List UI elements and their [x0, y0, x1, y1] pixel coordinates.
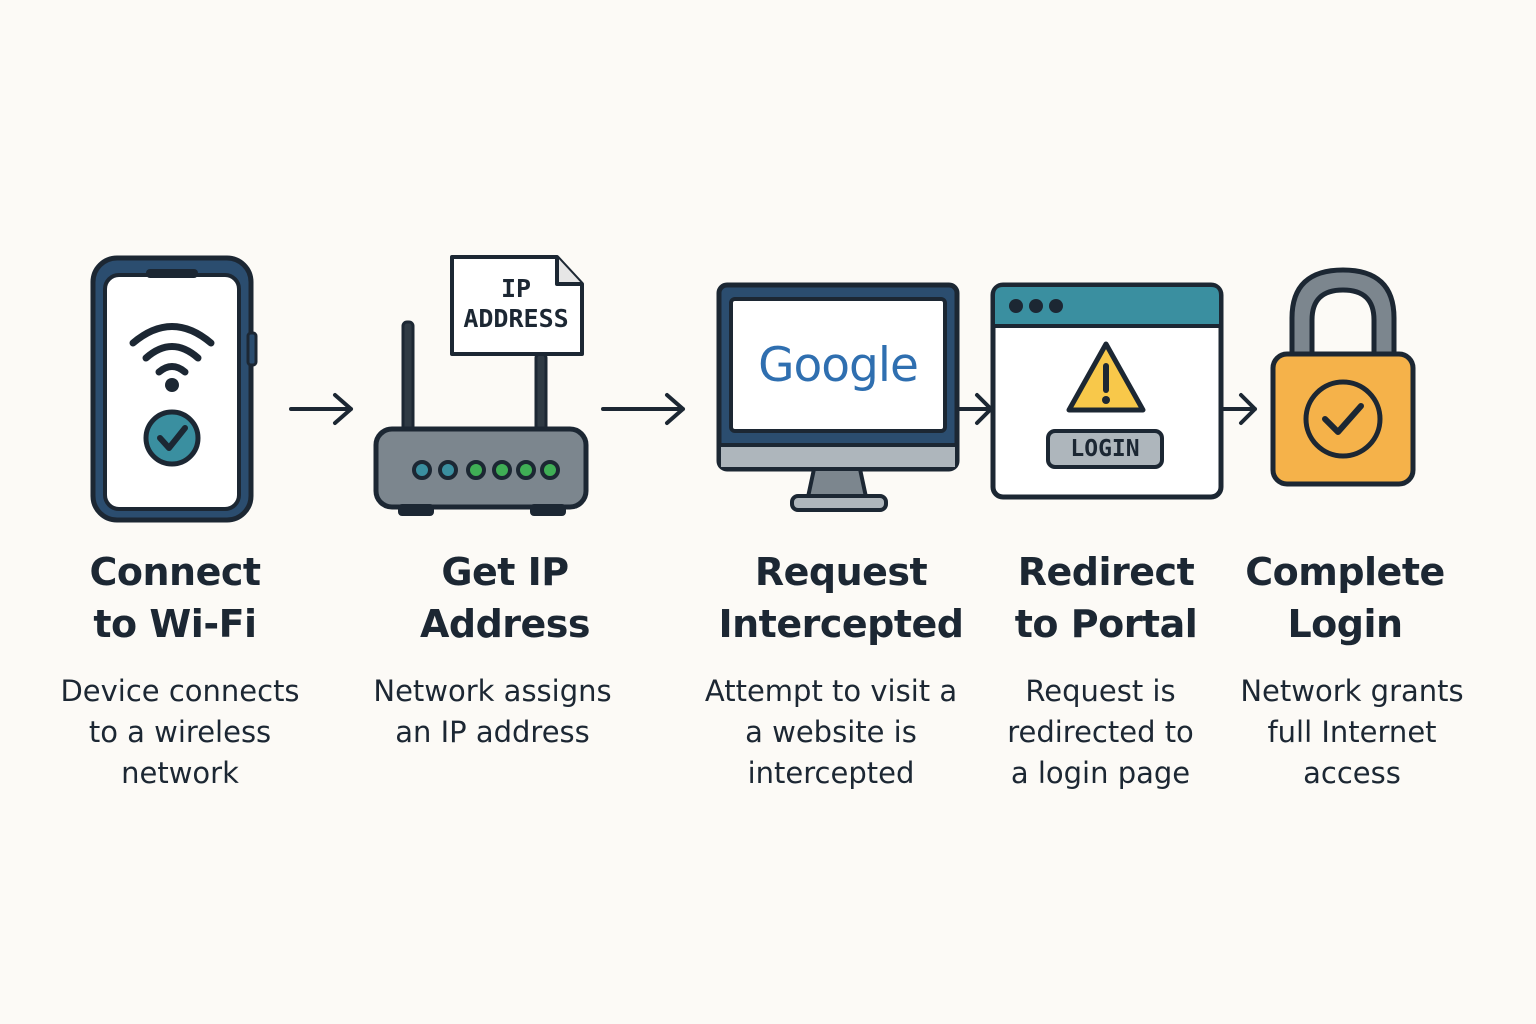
login-button: LOGIN — [1070, 436, 1140, 462]
router-icon — [373, 255, 589, 516]
step-5-desc-line-1: Network grants — [1240, 674, 1464, 708]
step-5-title-line-2: Login — [1287, 602, 1403, 646]
step-2-desc-line-2: an IP address — [395, 715, 590, 749]
step-2-description: Network assigns an IP address — [355, 671, 630, 753]
step-1-title: Connect to Wi-Fi — [55, 546, 295, 650]
smartphone-icon — [90, 255, 258, 523]
step-2-desc-line-1: Network assigns — [373, 674, 612, 708]
step-3-desc-line-2: a website is — [745, 715, 917, 749]
step-3-description: Attempt to visit a a website is intercep… — [696, 671, 966, 794]
checkmark-circle-icon — [1303, 379, 1383, 459]
step-3-title-line-1: Request — [754, 550, 928, 594]
padlock-icon — [1270, 267, 1416, 487]
step-5-title: Complete Login — [1230, 546, 1460, 650]
step-2-title-line-1: Get IP — [441, 550, 569, 594]
step-5-desc-line-2: full Internet — [1267, 715, 1437, 749]
step-4-desc-line-3: a login page — [1010, 756, 1191, 790]
step-3-title-line-2: Intercepted — [718, 602, 964, 646]
step-4-desc-line-2: redirected to — [1007, 715, 1194, 749]
checkmark-circle-icon — [143, 409, 201, 467]
ip-address-sign-icon — [450, 255, 584, 356]
step-5-title-line-1: Complete — [1245, 550, 1445, 594]
step-1-desc-line-1: Device connects — [60, 674, 300, 708]
ip-sign-text: IP ADDRESS — [452, 274, 580, 334]
step-1-title-line-2: to Wi-Fi — [93, 602, 257, 646]
step-1-title-line-1: Connect — [89, 550, 261, 594]
step-1-desc-line-2: to a wireless — [88, 715, 272, 749]
warning-icon — [1066, 341, 1146, 413]
step-5-desc-line-3: access — [1303, 756, 1401, 790]
step-4-desc-line-1: Request is — [1025, 674, 1176, 708]
arrow-right-icon — [1221, 393, 1257, 425]
step-4-title: Redirect to Portal — [996, 546, 1216, 650]
arrow-right-icon — [601, 393, 685, 425]
browser-window-icon — [990, 282, 1224, 500]
ip-sign-line-2: ADDRESS — [463, 304, 569, 333]
step-5-description: Network grants full Internet access — [1232, 671, 1472, 794]
step-2-title: Get IP Address — [385, 546, 625, 650]
status-leds — [412, 460, 560, 480]
arrow-right-icon — [289, 393, 353, 425]
step-4-description: Request is redirected to a login page — [988, 671, 1213, 794]
google-logo-text: Google — [758, 338, 919, 393]
step-1-desc-line-3: network — [121, 756, 239, 790]
step-4-title-line-2: to Portal — [1014, 602, 1198, 646]
wifi-icon — [129, 323, 215, 392]
step-3-title: Request Intercepted — [716, 546, 966, 650]
step-4-title-line-1: Redirect — [1017, 550, 1195, 594]
monitor-icon — [716, 282, 960, 512]
step-1-description: Device connects to a wireless network — [40, 671, 320, 794]
step-3-desc-line-3: intercepted — [747, 756, 915, 790]
step-3-desc-line-1: Attempt to visit a — [704, 674, 958, 708]
step-2-title-line-2: Address — [419, 602, 591, 646]
ip-sign-line-1: IP — [500, 274, 532, 303]
